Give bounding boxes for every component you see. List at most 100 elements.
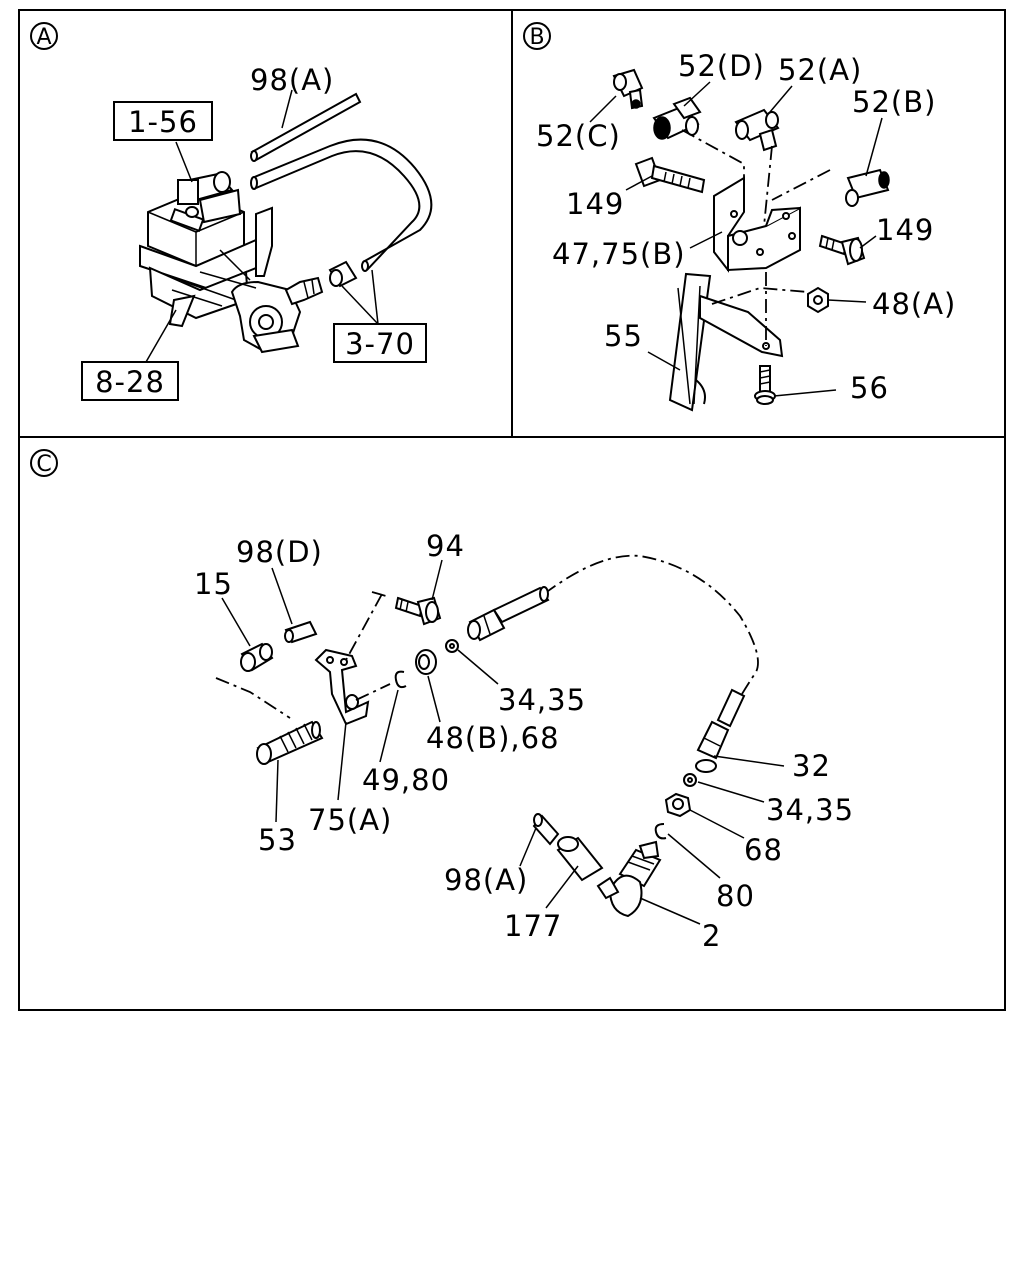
- panel-a-marker: A: [30, 22, 58, 50]
- leader-bracket: [689, 231, 723, 249]
- label-32: 32: [792, 749, 831, 783]
- label-149-right: 149: [876, 213, 934, 247]
- tee-fitting-a: [734, 108, 780, 152]
- label-2: 2: [702, 919, 721, 953]
- assembly-line-nut: [711, 287, 809, 305]
- label-98a: 98(A): [444, 863, 528, 897]
- leader-94: [431, 559, 443, 601]
- leader-hose: [281, 89, 293, 129]
- screw-56: [754, 365, 776, 405]
- bolt-149-top: [634, 156, 706, 194]
- label-ref-1-56: 1-56: [128, 105, 198, 139]
- label-80: 80: [716, 879, 755, 913]
- label-55: 55: [604, 319, 643, 353]
- leader-screw: [773, 389, 837, 397]
- leader-lever: [647, 351, 681, 371]
- leader-nut: [827, 299, 867, 303]
- svg-text:A: A: [36, 25, 51, 50]
- label-149-top: 149: [566, 187, 624, 221]
- leader-tee-b: [865, 117, 883, 177]
- assembly-line-clip: [355, 683, 391, 701]
- washer-68: [664, 792, 692, 818]
- leader-75a: [337, 721, 347, 801]
- stud-53: [256, 720, 324, 765]
- clip-49-80: [394, 670, 407, 689]
- label-34-35-top: 34,35: [498, 683, 586, 717]
- panel-a: A: [30, 22, 433, 401]
- label-75a: 75(A): [308, 803, 392, 837]
- svg-text:B: B: [529, 25, 544, 50]
- label-94: 94: [426, 529, 465, 563]
- leader-bolt-top: [625, 175, 653, 191]
- leader-177: [545, 865, 579, 909]
- assembly-line-stud: [215, 677, 291, 719]
- cable-fitting-bottom: [695, 688, 746, 773]
- svg-text:C: C: [36, 452, 51, 477]
- label-47-75b: 47,75(B): [552, 237, 686, 271]
- bracket-75a: [314, 648, 370, 726]
- panel-b-marker: B: [523, 22, 551, 50]
- ref-box-valve: [113, 101, 213, 141]
- tee-fitting-b: [845, 168, 890, 207]
- leader-80: [667, 833, 721, 879]
- label-177: 177: [504, 909, 562, 943]
- tee-fitting-c: [612, 68, 644, 110]
- label-48a: 48(A): [872, 287, 956, 321]
- hose-tube: [250, 92, 362, 162]
- u-pipe: [250, 138, 433, 272]
- collar-15: [240, 642, 274, 672]
- washer-48b-68: [415, 649, 437, 675]
- leader-tee-c: [589, 95, 617, 123]
- leader-valve: [175, 141, 193, 183]
- lever-55: [668, 272, 784, 412]
- label-68: 68: [744, 833, 783, 867]
- label-ref-8-28: 8-28: [95, 365, 165, 399]
- bolt-149-right: [818, 234, 866, 266]
- assembly-line-b: [771, 169, 831, 201]
- hose-98a: [532, 813, 560, 846]
- cable: [543, 554, 759, 695]
- bracket-47-75b: [713, 176, 801, 273]
- tee-fitting-d: [652, 96, 702, 140]
- sleeve-177: [556, 836, 604, 882]
- leader-68: [689, 809, 745, 839]
- label-52d: 52(D): [678, 49, 765, 83]
- label-49-80: 49,80: [362, 763, 450, 797]
- leader-98d: [271, 567, 293, 625]
- pipe-connector: [328, 260, 358, 288]
- assembly-line-d: [681, 129, 745, 212]
- assembly-line-bolt: [345, 591, 387, 661]
- clip-80: [654, 823, 667, 840]
- label-hose-98a: 98(A): [250, 63, 334, 97]
- label-15: 15: [194, 567, 233, 601]
- label-34-35-bottom: 34,35: [766, 793, 854, 827]
- label-52a: 52(A): [778, 53, 862, 87]
- leader-tee-d: [683, 81, 711, 107]
- leader-34-35-bottom: [697, 781, 765, 803]
- leader-49-80: [379, 689, 399, 763]
- label-ref-3-70: 3-70: [345, 327, 415, 361]
- leader-tee-a: [769, 85, 793, 113]
- panel-c: C: [30, 449, 854, 953]
- leader-34-35-top: [457, 649, 499, 685]
- leader-53: [275, 759, 279, 823]
- label-52b: 52(B): [852, 85, 936, 119]
- leader-48b-68: [427, 675, 441, 723]
- ref-box-engine: [81, 361, 179, 401]
- leader-pipe: [371, 269, 379, 325]
- panel-c-marker: C: [30, 449, 58, 477]
- leader-bolt-right: [859, 235, 877, 249]
- label-52c: 52(C): [536, 119, 621, 153]
- leader-32: [713, 755, 785, 767]
- leader-engine: [145, 309, 177, 363]
- leader-2: [639, 897, 701, 925]
- label-53: 53: [258, 823, 297, 857]
- nut-34-35-bottom: [683, 773, 697, 787]
- assembly-line-a: [763, 145, 773, 227]
- valve-assembly: [139, 171, 324, 354]
- nut-48a: [807, 286, 829, 314]
- bolt-94: [394, 596, 442, 626]
- label-98d: 98(D): [236, 535, 323, 569]
- pin-98d: [284, 620, 318, 644]
